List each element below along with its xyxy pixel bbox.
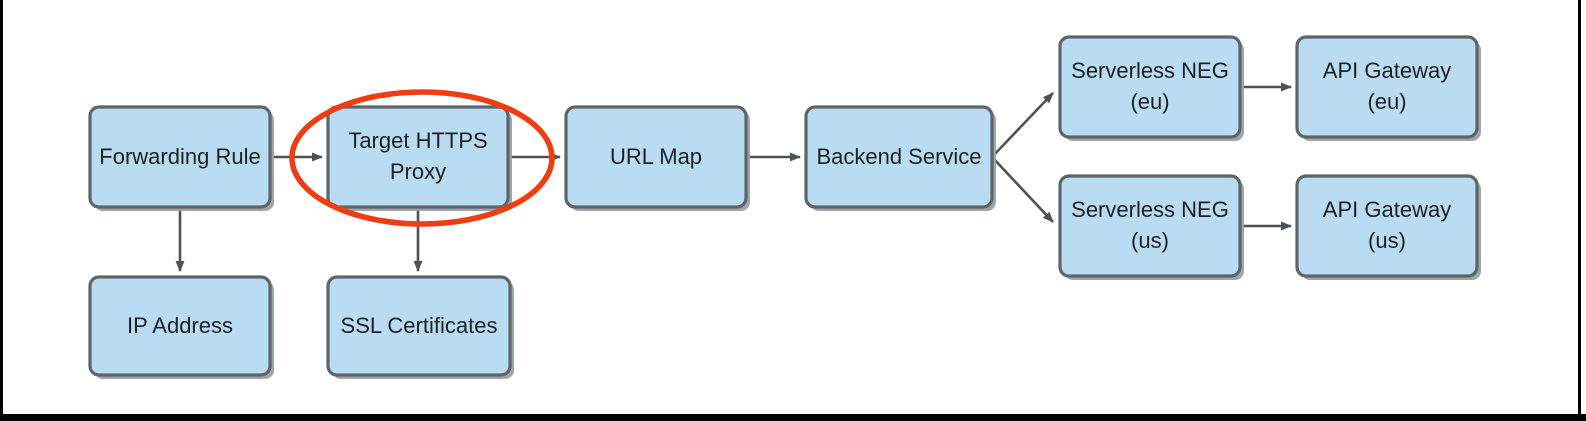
- frame-left-border: [0, 0, 3, 414]
- nodes-layer: Forwarding Rule Target HTTPS Proxy URL M…: [88, 35, 1481, 379]
- node-label-ip-address: IP Address: [127, 313, 233, 338]
- annotations-layer: [289, 89, 555, 227]
- node-label-serverless-neg-eu-line2: (eu): [1130, 89, 1169, 114]
- node-api-gateway-us[interactable]: API Gateway (us): [1295, 174, 1481, 280]
- node-serverless-neg-us[interactable]: Serverless NEG (us): [1058, 174, 1244, 280]
- node-label-serverless-neg-us-line2: (us): [1131, 228, 1169, 253]
- node-label-forwarding-rule: Forwarding Rule: [99, 144, 260, 169]
- node-label-api-gateway-us-line2: (us): [1368, 228, 1406, 253]
- node-api-gateway-eu[interactable]: API Gateway (eu): [1295, 35, 1481, 141]
- frame-right-border: [1578, 0, 1581, 414]
- node-label-backend-service: Backend Service: [816, 144, 981, 169]
- node-label-serverless-neg-us-line1: Serverless NEG: [1071, 197, 1229, 222]
- node-label-target-https-proxy-line1: Target HTTPS: [348, 128, 487, 153]
- node-label-api-gateway-eu-line2: (eu): [1367, 89, 1406, 114]
- node-url-map[interactable]: URL Map: [564, 105, 750, 211]
- node-ssl-certificates[interactable]: SSL Certificates: [326, 275, 514, 379]
- node-label-target-https-proxy-line2: Proxy: [390, 159, 446, 184]
- node-forwarding-rule[interactable]: Forwarding Rule: [88, 105, 274, 211]
- highlight-ellipse-target-https-proxy: [289, 89, 555, 227]
- node-label-serverless-neg-eu-line1: Serverless NEG: [1071, 58, 1229, 83]
- node-label-url-map: URL Map: [610, 144, 702, 169]
- frame-bottom-border: [0, 414, 1586, 421]
- node-ip-address[interactable]: IP Address: [88, 275, 274, 379]
- node-target-https-proxy[interactable]: Target HTTPS Proxy: [326, 105, 512, 211]
- node-label-api-gateway-eu-line1: API Gateway: [1323, 58, 1451, 83]
- edge-backend-to-neg-eu: [991, 92, 1054, 158]
- node-label-ssl-certificates: SSL Certificates: [341, 313, 498, 338]
- edge-backend-to-neg-us: [991, 156, 1054, 223]
- node-backend-service[interactable]: Backend Service: [804, 105, 996, 211]
- node-serverless-neg-eu[interactable]: Serverless NEG (eu): [1058, 35, 1244, 141]
- node-label-api-gateway-us-line1: API Gateway: [1323, 197, 1451, 222]
- edges-layer: [175, 82, 1292, 272]
